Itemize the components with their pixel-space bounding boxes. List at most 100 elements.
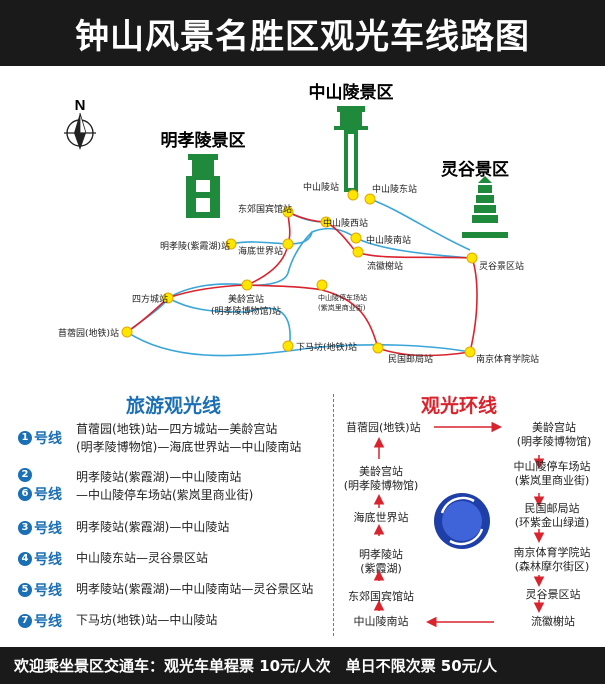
line-number: 6	[18, 487, 32, 501]
loop-stop-dongjiao: 东郊国宾馆站	[348, 590, 414, 603]
station-label-meiling: 美龄宫站	[228, 293, 264, 305]
station-dot-zhongshanling-west	[320, 216, 332, 228]
station-markers	[121, 189, 478, 358]
section-divider	[333, 394, 334, 636]
station-label-xiamafang: 下马坊(地铁)站	[296, 341, 357, 353]
loop-arrows	[373, 421, 545, 628]
station-dot-zhongshanling-south	[350, 232, 362, 244]
ming-tomb-icon	[186, 154, 220, 218]
area-label-linggu: 灵谷景区	[441, 160, 509, 180]
station-label-minguo: 民国邮局站	[388, 353, 433, 365]
station-label-sports: 南京体育学院站	[476, 353, 539, 365]
line-number: 5	[18, 583, 32, 597]
loop-section-title: 观光环线	[421, 395, 498, 417]
loop-stop-minguo: 民国邮局站 (环紫金山绿道)	[499, 502, 605, 530]
loop-stop-haidi: 海底世界站	[353, 511, 409, 524]
loop-stop-sub: (明孝陵博物馆)	[516, 435, 592, 448]
station-dot-xiamafang	[282, 340, 294, 352]
line-stops-row: —中山陵停车场站(紫岚里商业街)	[76, 488, 254, 502]
route-map: N 中山陵景区 明孝陵景区 灵谷景区	[58, 82, 539, 365]
loop-stop-sub: (紫霞湖)	[360, 562, 402, 575]
station-dot-sifang	[162, 292, 174, 304]
line-stops: 中山陵东站—灵谷景区站	[76, 551, 209, 565]
line-suffix: 号线	[34, 614, 62, 630]
station-label-parking-sub: (紫岚里商业街)	[318, 303, 366, 312]
station-dot-linggu	[466, 252, 478, 264]
line-stops: 明孝陵站(紫霞湖)—中山陵站	[76, 520, 230, 534]
line-suffix: 号线	[34, 521, 62, 537]
line-stops: 明孝陵站(紫霞湖)—中山陵南站—灵谷景区站	[76, 582, 314, 596]
station-dot-dongjiao	[282, 206, 294, 218]
loop-stop-meiling-left: 美龄宫站 (明孝陵博物馆)	[336, 465, 426, 493]
line-number: 7	[18, 614, 32, 628]
station-dot-parking	[316, 279, 328, 291]
station-dot-mingxiaoling	[225, 238, 237, 250]
station-dot-zhongshanling	[347, 189, 359, 201]
station-dot-zhongshanling-east	[364, 193, 376, 205]
compass-label: N	[75, 97, 86, 114]
station-labels: 中山陵站 中山陵东站 东郊国宾馆站 中山陵西站 明孝陵(紫霞湖)站 海底世界站 …	[58, 181, 539, 365]
line-stops-row: 明孝陵站(紫霞湖)—中山陵南站	[76, 470, 242, 484]
station-label-zhongshanling: 中山陵站	[303, 181, 339, 193]
loop-diagram	[373, 421, 545, 628]
page-title: 钟山风景名胜区观光车线路图	[75, 16, 530, 57]
station-label-linggu: 灵谷景区站	[479, 260, 524, 272]
loop-stop-zhongshan-south: 中山陵南站	[353, 615, 409, 628]
line-number: 2	[18, 468, 32, 482]
station-label-mingxiaoling: 明孝陵(紫霞湖)站	[160, 240, 230, 252]
compass-icon: N	[64, 97, 96, 150]
line-number: 1	[18, 431, 32, 445]
station-label-sifang: 四方城站	[132, 293, 168, 305]
station-label-zhongshanling-west: 中山陵西站	[323, 217, 368, 229]
loop-stop-name: 明孝陵站	[359, 548, 403, 561]
area-label-zhongshan: 中山陵景区	[309, 82, 394, 103]
station-label-haidi: 海底世界站	[238, 245, 283, 257]
line-suffix: 号线	[34, 431, 62, 447]
loop-cycle-icon	[434, 493, 490, 549]
line-number: 4	[18, 552, 32, 566]
fare-info: 欢迎乘坐景区交通车：观光车单程票 10元/人次 单日不限次票 50元/人	[14, 657, 498, 675]
line-suffix: 号线	[34, 552, 62, 568]
line-stops-row: 苜蓿园(地铁)站—四方城站—美龄宫站	[76, 422, 278, 436]
area-label-mingxiao: 明孝陵景区	[161, 130, 246, 151]
loop-route-line	[126, 210, 478, 357]
loop-stop-name: 民国邮局站	[524, 502, 580, 515]
station-label-zhongshanling-east: 中山陵东站	[372, 183, 417, 195]
loop-stop-name: 中山陵停车场站	[513, 460, 591, 473]
loop-stop-linggu: 灵谷景区站	[525, 588, 581, 601]
station-dot-muxuyuan	[121, 326, 133, 338]
loop-stop-name: 美龄宫站	[359, 465, 403, 478]
loop-stop-sub: (环紫金山绿道)	[514, 516, 590, 529]
line-number: 3	[18, 521, 32, 535]
loop-stop-name: 美龄宫站	[532, 421, 576, 434]
loop-stop-sub: (紫岚里商业街)	[514, 474, 590, 487]
loop-stop-mingxiao: 明孝陵站 (紫霞湖)	[336, 548, 426, 576]
station-label-parking: 中山陵停车场站	[318, 293, 367, 302]
loop-stop-name: 南京体育学院站	[513, 546, 591, 559]
station-dot-minguo	[372, 342, 384, 354]
title-bar: 钟山风景名胜区观光车线路图	[0, 0, 605, 66]
station-label-zhongshanling-south: 中山陵南站	[366, 234, 411, 246]
loop-stop-meiling-right: 美龄宫站 (明孝陵博物馆)	[508, 421, 600, 449]
loop-stop-sub: (明孝陵博物馆)	[343, 479, 419, 492]
line-stops-row: (明孝陵博物馆)—海底世界站—中山陵南站	[76, 440, 302, 454]
footer-bar: 欢迎乘坐景区交通车：观光车单程票 10元/人次 单日不限次票 50元/人	[0, 647, 605, 684]
tour-route-lines	[126, 198, 473, 357]
loop-stop-liuhui: 流徽榭站	[531, 615, 575, 628]
loop-stop-parking: 中山陵停车场站 (紫岚里商业街)	[499, 460, 605, 488]
station-label-meiling-sub: (明孝陵博物馆)站	[211, 305, 281, 317]
loop-stop-sub: (森林摩尔街区)	[514, 560, 590, 573]
station-dot-sports	[464, 346, 476, 358]
mausoleum-monument-icon	[334, 106, 368, 192]
line-stops: 下马坊(地铁)站—中山陵站	[76, 613, 218, 627]
